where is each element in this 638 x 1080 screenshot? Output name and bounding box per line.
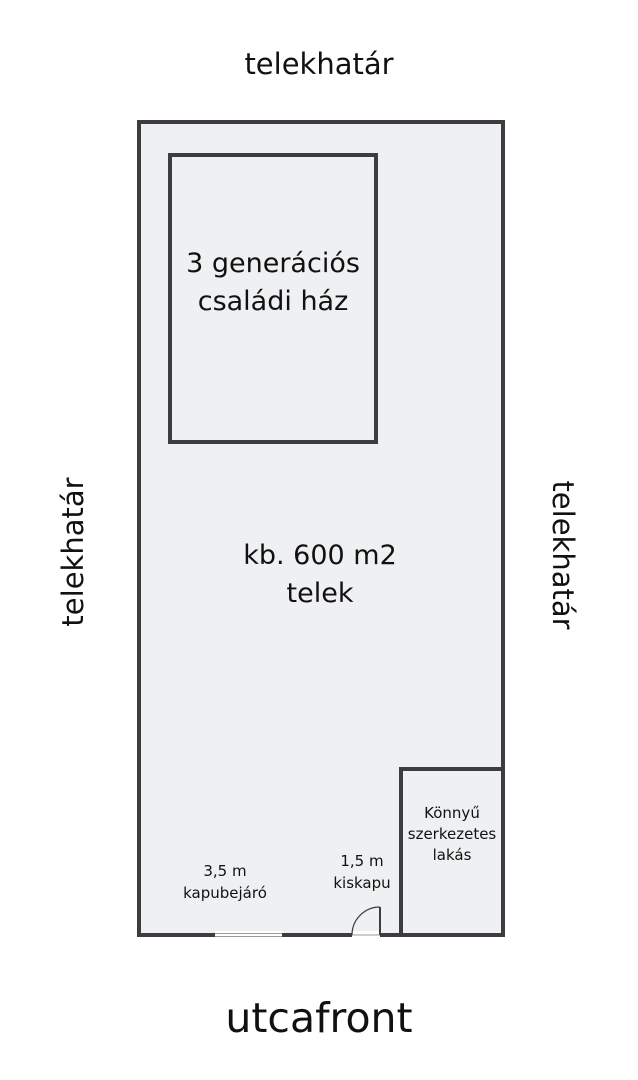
- plot-name-label: telek: [286, 577, 354, 609]
- top-boundary-label: telekhatár: [244, 47, 394, 81]
- driveway-gate-name: kapubejáró: [183, 883, 267, 902]
- annex-label-line3: lakás: [432, 846, 472, 864]
- wicket-gate-name: kiskapu: [333, 873, 391, 892]
- annex-label: Könnyű szerkezetes lakás: [402, 803, 502, 866]
- annex-label-line1: Könnyű: [424, 804, 480, 822]
- house-label-line1: 3 generációs: [186, 248, 360, 279]
- house-footprint: [168, 153, 378, 444]
- wicket-gate-width: 1,5 m: [340, 852, 384, 870]
- house-label-line2: családi ház: [197, 285, 349, 317]
- street-front-label: utcafront: [225, 994, 413, 1042]
- right-boundary-label: telekhatár: [546, 480, 581, 630]
- plot-area-label: kb. 600 m2: [243, 540, 397, 571]
- annex-label-line2: szerkezetes: [407, 825, 497, 843]
- driveway-gate-label: 3,5 m kapubejáró: [160, 861, 290, 905]
- house-label: 3 generációs családi ház: [170, 245, 376, 321]
- left-boundary-label: telekhatár: [55, 477, 90, 627]
- plot-label: kb. 600 m2 telek: [140, 537, 500, 613]
- wicket-gate-door: [351, 906, 381, 939]
- wicket-gate-label: 1,5 m kiskapu: [322, 851, 402, 895]
- driveway-gate-opening: [215, 931, 282, 939]
- annex-footprint: [399, 767, 505, 937]
- driveway-gate-width: 3,5 m: [203, 862, 247, 880]
